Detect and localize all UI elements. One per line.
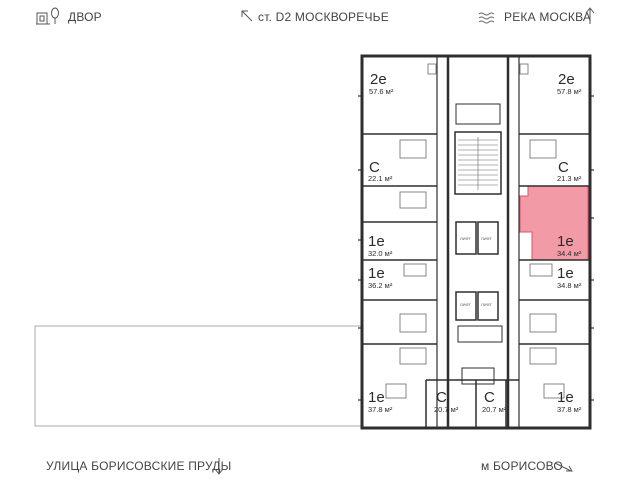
river-label: РЕКА МОСКВА [504,10,592,24]
podium-outline [34,325,362,427]
unit-type: 1е [368,233,385,250]
apartment-2e-top-left[interactable]: 2е 57.6 м² [369,71,394,96]
unit-area: 34.4 м² [557,249,582,258]
apartment-1e-left-1[interactable]: 1е 32.0 м² [368,233,393,258]
unit-type: 1е [368,389,385,406]
unit-type: С [369,159,380,176]
lift-label: ЛИФТ [481,236,492,241]
unit-area: 36.2 м² [368,281,393,290]
apartment-c-left[interactable]: С 22.1 м² [368,159,393,183]
right-wing-walls [475,133,590,428]
unit-area: 21.3 м² [557,174,582,183]
bathroom-fixtures [385,63,565,399]
left-wing-walls [362,133,519,428]
apartment-1e-bottom-left[interactable]: 1е 37.8 м² [368,389,393,414]
unit-area: 20.7 м² [482,405,507,414]
unit-type: С [558,159,569,176]
apartment-1e-highlighted[interactable]: 1е 34.4 м² [557,233,582,258]
building-core [436,55,520,429]
apartment-1e-left-2[interactable]: 1е 36.2 м² [368,265,393,290]
unit-type: 2е [370,71,387,88]
unit-type: 1е [557,265,574,282]
arrow-right-icon [554,462,573,472]
unit-area: 37.8 м² [368,405,393,414]
windows [358,95,594,401]
highlighted-apartment [519,185,589,261]
unit-area: 22.1 м² [368,174,393,183]
lift-label: ЛИФТ [460,236,471,241]
unit-area: 37.8 м² [557,405,582,414]
apartment-1e-right-2[interactable]: 1е 34.8 м² [557,265,582,290]
yard-label: ДВОР [68,10,102,24]
apartment-c-right[interactable]: С 21.3 м² [557,159,582,183]
unit-type: 1е [557,233,574,250]
street-label: УЛИЦА БОРИСОВСКИЕ ПРУДЫ [46,459,232,473]
unit-area: 57.6 м² [369,87,394,96]
unit-type: С [484,389,495,406]
arrow-up-icon [585,7,595,24]
unit-type: С [436,389,447,406]
lift-label: ЛИФТ [460,302,471,307]
station-label: ст. D2 МОСКВОРЕЧЬЕ [258,10,389,24]
unit-type: 1е [368,265,385,282]
unit-type: 1е [557,389,574,406]
apartment-c-bottom-2[interactable]: С 20.7 м² [482,389,507,414]
arrow-up-left-icon [241,10,253,22]
unit-type: 2е [558,71,575,88]
waves-icon [478,12,495,24]
unit-area: 57.8 м² [557,87,582,96]
unit-area: 32.0 м² [368,249,393,258]
unit-area: 34.8 м² [557,281,582,290]
playground-icon [36,7,59,25]
apartment-c-bottom-1[interactable]: С 20.7 м² [434,389,459,414]
lift-label: ЛИФТ [481,302,492,307]
arrow-down-icon [214,458,224,475]
metro-label: м БОРИСОВО [481,459,563,473]
apartment-2e-top-right[interactable]: 2е 57.8 м² [557,71,582,96]
unit-area: 20.7 м² [434,405,459,414]
apartment-1e-bottom-right[interactable]: 1е 37.8 м² [557,389,582,414]
